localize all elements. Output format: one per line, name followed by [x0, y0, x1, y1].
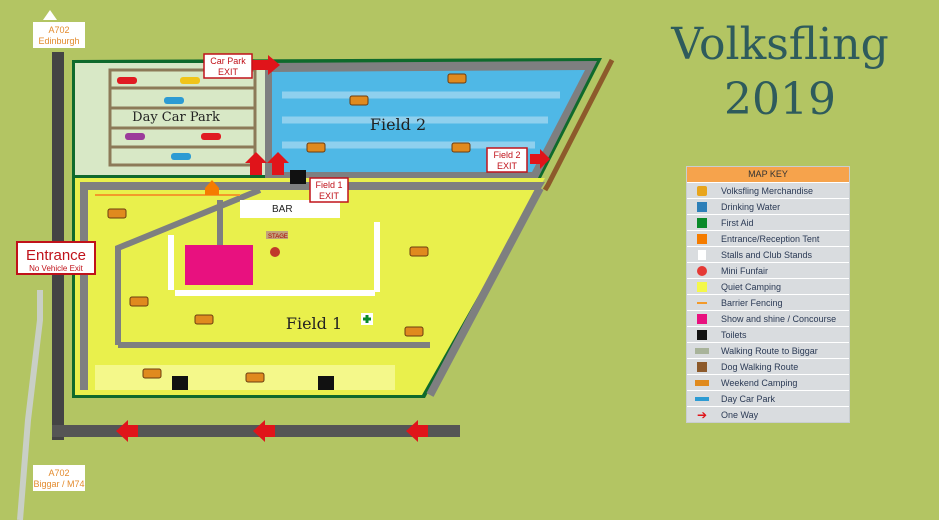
- map-key-title: MAP KEY: [687, 167, 849, 182]
- map-key-label: Toilets: [721, 329, 747, 340]
- map-key-item: Stalls and Club Stands: [687, 246, 849, 262]
- map-key-label: Day Car Park: [721, 393, 776, 404]
- car-park-label: Day Car Park: [132, 110, 220, 125]
- map-key-item: Barrier Fencing: [687, 294, 849, 310]
- one-way-arrows: [116, 55, 550, 442]
- concourse-icon: [687, 313, 717, 324]
- map-key-item: Day Car Park: [687, 390, 849, 406]
- sign-text: EXIT: [218, 67, 239, 77]
- map-key-item: Weekend Camping: [687, 374, 849, 390]
- toilets-icon: [318, 376, 334, 390]
- quiet-camping-icon: [687, 281, 717, 292]
- weekend-camping-icon: [687, 379, 717, 386]
- field2-label: Field 2: [370, 115, 426, 134]
- day-car-park-area: [75, 63, 265, 175]
- sign-text: Car Park: [210, 56, 246, 66]
- drinking-water-tap-icon: [687, 201, 717, 212]
- stalls: [175, 290, 375, 296]
- sign-text: EXIT: [319, 191, 340, 201]
- map-key-item: ➔ One Way: [687, 406, 849, 422]
- sign-text: Field 1: [315, 180, 342, 190]
- dog-walking-route: [542, 58, 615, 192]
- walking-route-icon: [687, 347, 717, 354]
- map-key-label: Walking Route to Biggar: [721, 345, 818, 356]
- map-key-item: Dog Walking Route: [687, 358, 849, 374]
- field1-label: Field 1: [286, 314, 342, 333]
- map-key-item: Mini Funfair: [687, 262, 849, 278]
- map-key-label: Stalls and Club Stands: [721, 249, 813, 260]
- map-key-item: Quiet Camping: [687, 278, 849, 294]
- map-key-label: Show and shine / Concourse: [721, 313, 837, 324]
- map-key-label: Drinking Water: [721, 201, 781, 212]
- map-key-item: Show and shine / Concourse: [687, 310, 849, 326]
- map-key-label: Volksfling Merchandise: [721, 185, 814, 196]
- merchandise-tshirt-icon: [687, 185, 717, 196]
- funfair-icon: [270, 247, 280, 257]
- first-aid-icon: [363, 315, 371, 323]
- field1-area: [75, 178, 545, 395]
- dog-walking-icon: [687, 361, 717, 372]
- bar-label: BAR: [272, 204, 293, 215]
- map-key-label: Dog Walking Route: [721, 361, 799, 372]
- map-key-label: First Aid: [721, 217, 754, 228]
- stalls-icon: [687, 249, 717, 260]
- quiet-camping: [95, 365, 395, 390]
- toilets-icon: [687, 329, 717, 340]
- map-key-item: Toilets: [687, 326, 849, 342]
- north-destination-label: Edinburgh: [38, 36, 79, 46]
- entrance-sign: [16, 241, 96, 275]
- map-key-label: Entrance/Reception Tent: [721, 233, 820, 244]
- south-destination-label: Biggar / M74: [33, 479, 84, 489]
- toilets-icon: [172, 376, 188, 390]
- title-line2: 2019: [724, 74, 836, 125]
- map-key-item: Walking Route to Biggar: [687, 342, 849, 358]
- first-aid-cross-icon: [687, 217, 717, 228]
- south-road-label: A702: [48, 468, 69, 478]
- barrier-fence-icon: [687, 301, 717, 304]
- entrance-label: Entrance: [26, 247, 86, 264]
- map-key-label: Weekend Camping: [721, 377, 798, 388]
- sign-text: EXIT: [497, 161, 518, 171]
- field2-exit-sign: [486, 147, 528, 173]
- sign-text: Field 2: [493, 150, 520, 160]
- entrance-note: No Vehicle Exit: [29, 264, 84, 273]
- walking-route: [17, 290, 43, 520]
- car-park-exit-sign: [203, 53, 253, 79]
- funfair-icon: [687, 265, 717, 276]
- day-car-park-icon: [687, 396, 717, 401]
- camper-vans: [107, 73, 471, 383]
- map-key-label: Quiet Camping: [721, 281, 782, 292]
- one-way-arrow-icon: ➔: [696, 407, 708, 422]
- north-road-label: A702: [48, 25, 69, 35]
- field1-exit-sign: [309, 177, 349, 203]
- map-key-item: Entrance/Reception Tent: [687, 230, 849, 246]
- map-key-label: Mini Funfair: [721, 265, 769, 276]
- reception-tent-icon: [687, 233, 717, 244]
- map-key-label: One Way: [721, 409, 759, 420]
- map-key-item: Volksfling Merchandise: [687, 182, 849, 198]
- title-line1: Volksfling: [671, 19, 889, 70]
- concourse-area: [185, 245, 253, 285]
- bar-tent: [240, 200, 340, 218]
- map-key-item: Drinking Water: [687, 198, 849, 214]
- toilets-icon: [290, 170, 306, 184]
- map-key-label: Barrier Fencing: [721, 297, 783, 308]
- map-key-item: First Aid: [687, 214, 849, 230]
- stage-label: STAGE: [268, 234, 288, 240]
- reception-tent-icon: [205, 180, 219, 195]
